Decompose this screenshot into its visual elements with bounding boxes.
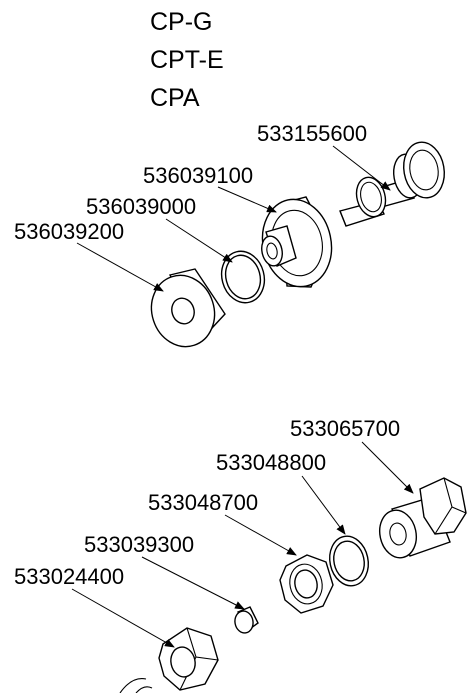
- lower-assembly: 533065700 533048800 533048700 533039300 …: [14, 416, 467, 693]
- part-number-label: 536039100: [143, 163, 253, 188]
- hex-nut-part: [158, 627, 219, 691]
- model-name: CP-G: [150, 8, 213, 36]
- part-number-label: 533048700: [148, 490, 258, 515]
- leader-line: [224, 514, 297, 556]
- part-number-label: 536039000: [86, 194, 196, 219]
- leader-line: [217, 186, 277, 213]
- part-number-label: 536039200: [14, 219, 124, 244]
- model-name: CPT-E: [150, 46, 224, 74]
- leader-line: [361, 441, 414, 494]
- part-number-label: 533155600: [257, 121, 367, 146]
- adapter-fitting-part: [378, 477, 467, 559]
- leader-line: [76, 242, 164, 292]
- leader-line: [141, 556, 245, 610]
- model-name: CPA: [150, 84, 200, 112]
- shaft-assembly-part: [339, 141, 445, 227]
- part-number-label: 533024400: [14, 564, 124, 589]
- model-list: CP-G CPT-E CPA: [150, 8, 224, 112]
- part-number-label: 533048800: [216, 450, 326, 475]
- leader-line: [165, 218, 233, 263]
- leader-line: [71, 588, 175, 648]
- jam-nut-part: [279, 554, 334, 614]
- plug-part: [234, 606, 259, 634]
- leader-line: [301, 475, 346, 535]
- housing-flange-part: [261, 196, 333, 288]
- part-number-label: 533039300: [84, 532, 194, 557]
- flat-washer-part: [329, 535, 369, 587]
- upper-assembly: 533155600 536039100 536039000 536039200: [14, 121, 445, 348]
- o-ring-part: [220, 250, 266, 304]
- leader-line: [332, 145, 391, 191]
- spacer-ring-part: [150, 268, 226, 348]
- part-number-label: 533065700: [290, 416, 400, 441]
- pipe-stub-part: [119, 678, 153, 693]
